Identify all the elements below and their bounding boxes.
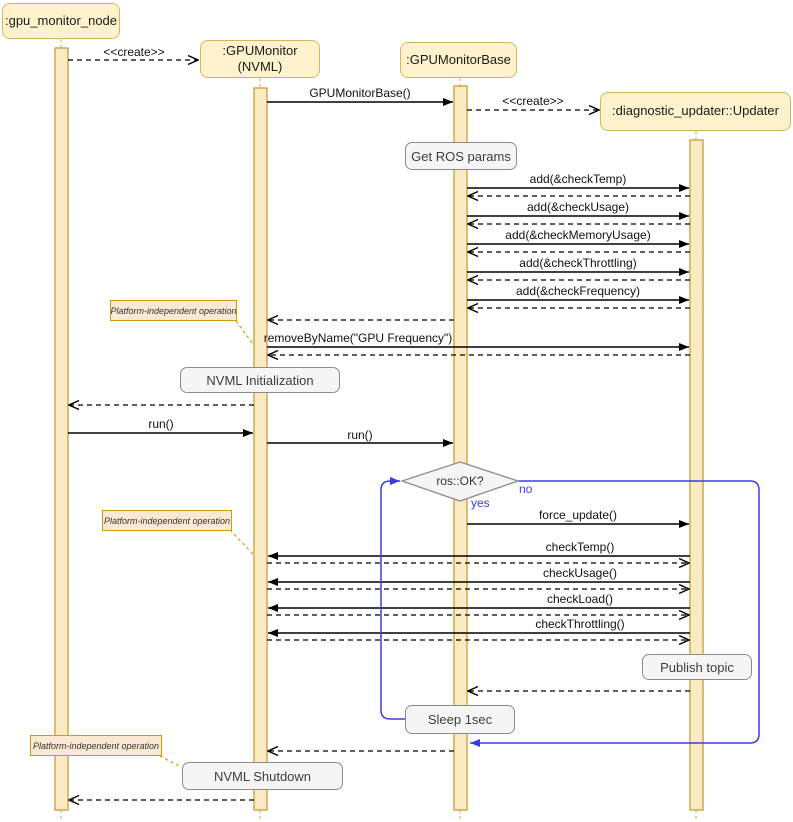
note-connector-3	[159, 755, 182, 768]
message-label-run-1: run()	[148, 417, 174, 431]
message-label-add-checkfrequency: add(&checkFrequency)	[515, 284, 641, 298]
note-connector-2	[229, 529, 254, 555]
message-label-force-update: force_update()	[538, 508, 618, 522]
decision-condition-label: ros::OK?	[436, 474, 484, 488]
note-platform-independent-3: Platform-independent operation	[30, 735, 162, 756]
message-label-gpumonitorbase-ctor: GPUMonitorBase()	[309, 86, 411, 100]
participant-gpumonitor: :GPUMonitor (NVML)	[200, 40, 320, 78]
participant-diagnostic-updater: :diagnostic_updater::Updater	[600, 92, 791, 131]
message-label-checkusage: checkUsage()	[542, 566, 618, 580]
message-label-checkload: checkLoad()	[546, 592, 614, 606]
op-nvml-shutdown: NVML Shutdown	[182, 762, 343, 790]
op-publish-topic: Publish topic	[642, 654, 752, 680]
message-label-create-2: <<create>>	[502, 94, 564, 108]
participant-gpumonitorbase: :GPUMonitorBase	[400, 42, 517, 78]
message-label-checktemp: checkTemp()	[545, 540, 615, 554]
message-label-add-checktemp: add(&checkTemp)	[529, 172, 627, 186]
message-label-add-checkmemoryusage: add(&checkMemoryUsage)	[505, 228, 651, 242]
message-label-run-2: run()	[347, 428, 373, 442]
decision-yes-label: yes	[471, 496, 490, 510]
decision-diamond	[399, 461, 521, 502]
message-label-removebyname: removeByName("GPU Frequency")	[263, 331, 453, 345]
activation-gpu-monitor-node	[54, 47, 69, 811]
loop-exit-edge	[470, 480, 760, 747]
participant-gpu-monitor-node: :gpu_monitor_node	[2, 3, 120, 39]
message-label-add-checkthrottling: add(&checkThrottling)	[519, 256, 637, 270]
activation-updater	[689, 139, 704, 811]
op-sleep-1sec: Sleep 1sec	[405, 705, 515, 734]
message-label-add-checkusage: add(&checkUsage)	[526, 200, 630, 214]
message-label-checkthrottling: checkThrottling()	[535, 617, 625, 631]
activation-gpumonitor	[253, 87, 268, 811]
note-platform-independent-1: Platform-independent operation	[110, 300, 237, 321]
decision-no-label: no	[519, 482, 533, 496]
op-nvml-initialization: NVML Initialization	[180, 367, 340, 393]
activation-gpumonitorbase	[453, 85, 468, 811]
message-label-create-1: <<create>>	[103, 45, 165, 59]
op-get-ros-params: Get ROS params	[405, 142, 517, 170]
note-connector-1	[235, 320, 254, 345]
loop-back-edge	[380, 477, 405, 720]
note-platform-independent-2: Platform-independent operation	[102, 510, 232, 531]
